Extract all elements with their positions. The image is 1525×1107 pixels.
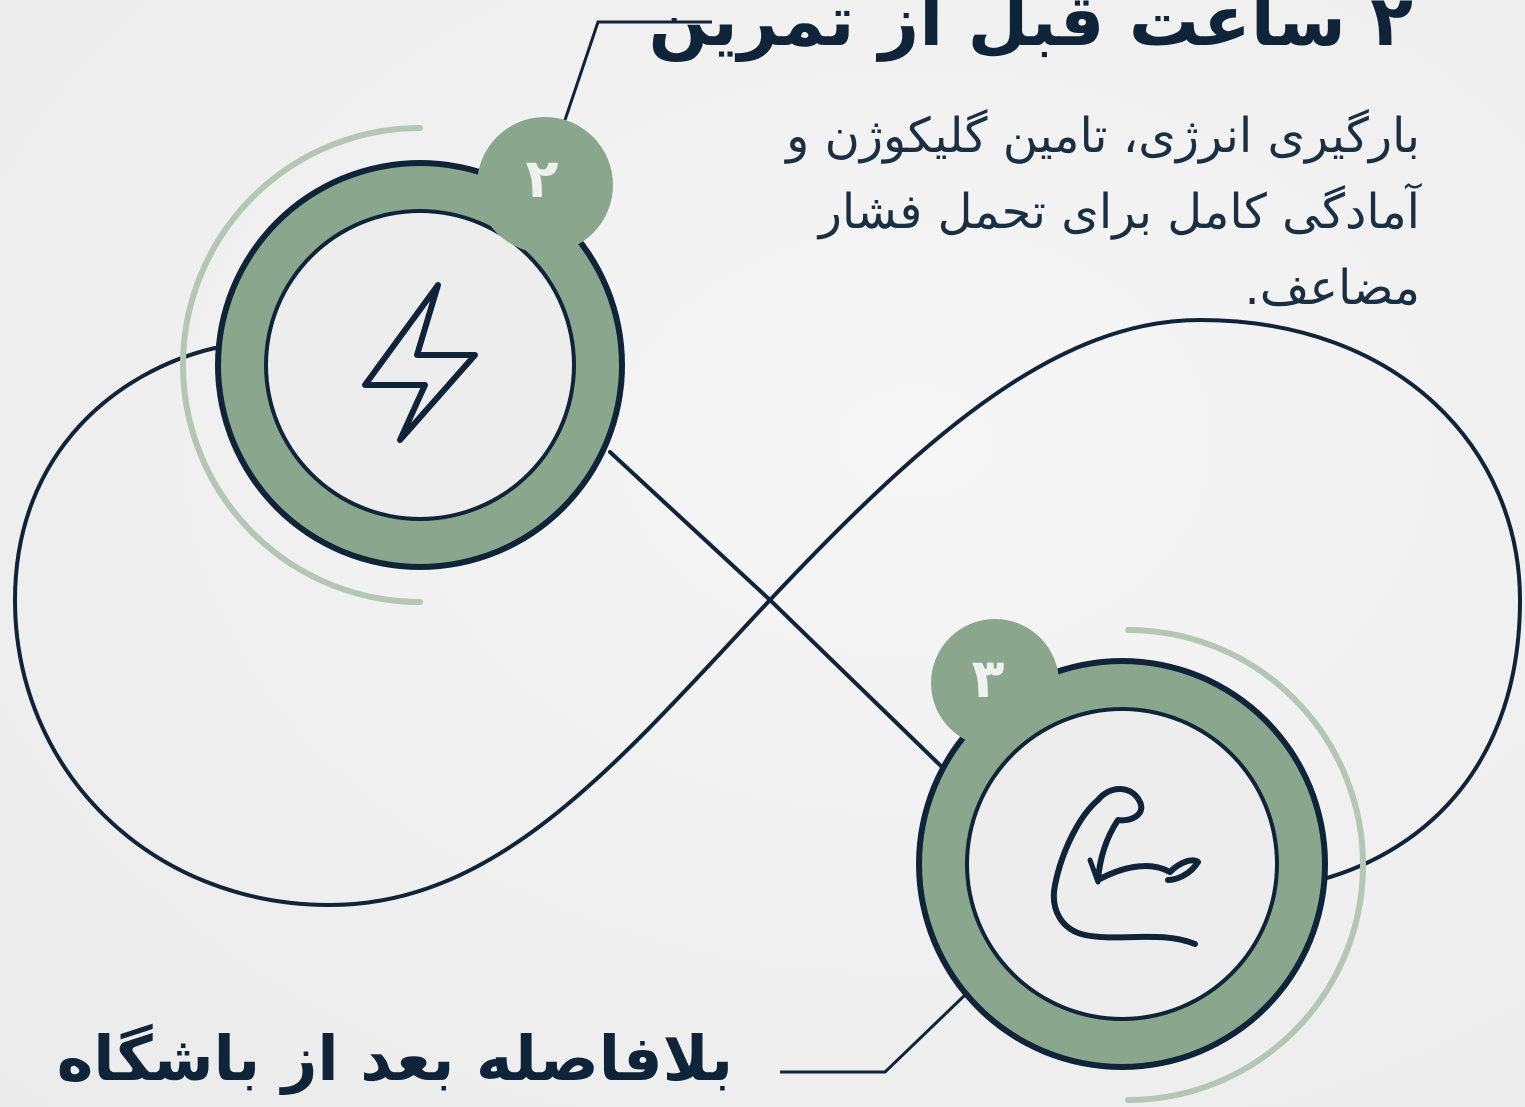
- bottom-connector-line: [780, 993, 967, 1074]
- step-title: ۲ ساعت قبل از تمرین: [648, 0, 1413, 62]
- step-title: بلافاصله بعد از باشگاه: [56, 1022, 733, 1095]
- top-node-outer-arc: [180, 125, 423, 605]
- top-node: [215, 117, 625, 570]
- bottom-node-outer-arc: [1125, 627, 1366, 1103]
- top-connector-line: [563, 20, 712, 121]
- step-description: بارگیری انرژی، تامین گلیکوژن و آمادگی کا…: [786, 108, 1420, 316]
- bottom-node: [916, 619, 1328, 1070]
- bicep-detail-line: [1087, 857, 1101, 885]
- infinity-loop-line: [12, 317, 1523, 908]
- step-number-badge: ۳: [971, 647, 1005, 710]
- lightning-bolt-icon: [362, 282, 478, 443]
- step-number-badge: ۲: [525, 147, 559, 210]
